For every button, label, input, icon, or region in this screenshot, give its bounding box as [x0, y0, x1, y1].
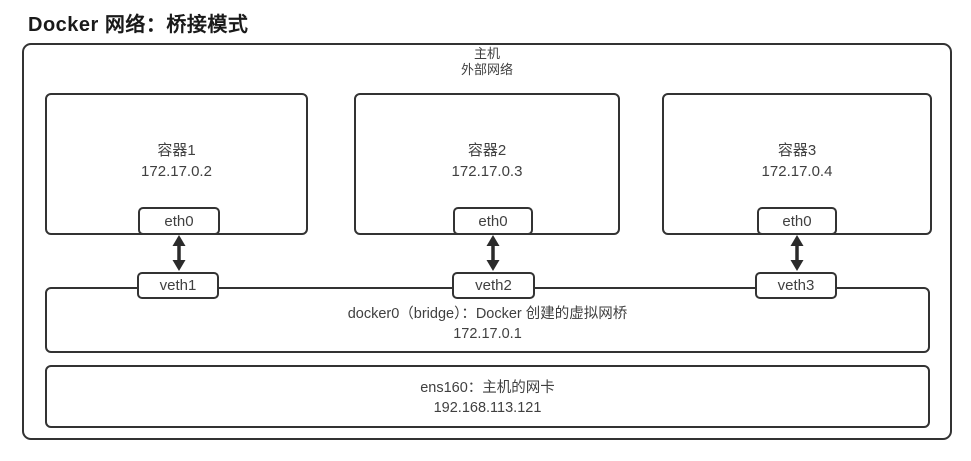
host-label-line2: 外部网络: [460, 62, 513, 77]
container3-ip: 172.17.0.4: [761, 163, 833, 180]
bridge-label: docker0（bridge）：Docker 创建的虚拟网桥: [347, 306, 628, 322]
host-label: 主机 外部网络: [22, 46, 952, 78]
double-arrow-icon: [486, 235, 500, 271]
container2-eth0-box: eth0: [453, 207, 533, 235]
bridge-ip: 172.17.0.1: [453, 326, 522, 342]
nic-label: ens160：主机的网卡: [420, 380, 555, 396]
veth1-box: veth1: [137, 272, 219, 299]
veth3-box: veth3: [755, 272, 837, 299]
container1-ip: 172.17.0.2: [141, 163, 212, 180]
double-arrow-icon: [790, 235, 804, 271]
nic-ip: 192.168.113.121: [433, 400, 542, 416]
veth2-box: veth2: [452, 272, 535, 299]
nic-box: ens160：主机的网卡 192.168.113.121: [45, 365, 930, 428]
container1-name: 容器1: [157, 142, 196, 159]
diagram-title: Docker 网络：桥接模式: [28, 14, 249, 36]
container1-eth0-box: eth0: [138, 207, 220, 235]
container2-name: 容器2: [467, 142, 507, 159]
host-label-line1: 主机: [473, 46, 500, 61]
container2-ip: 172.17.0.3: [451, 163, 523, 180]
container3-name: 容器3: [777, 142, 817, 159]
double-arrow-icon: [172, 235, 186, 271]
container3-eth0-box: eth0: [757, 207, 837, 235]
